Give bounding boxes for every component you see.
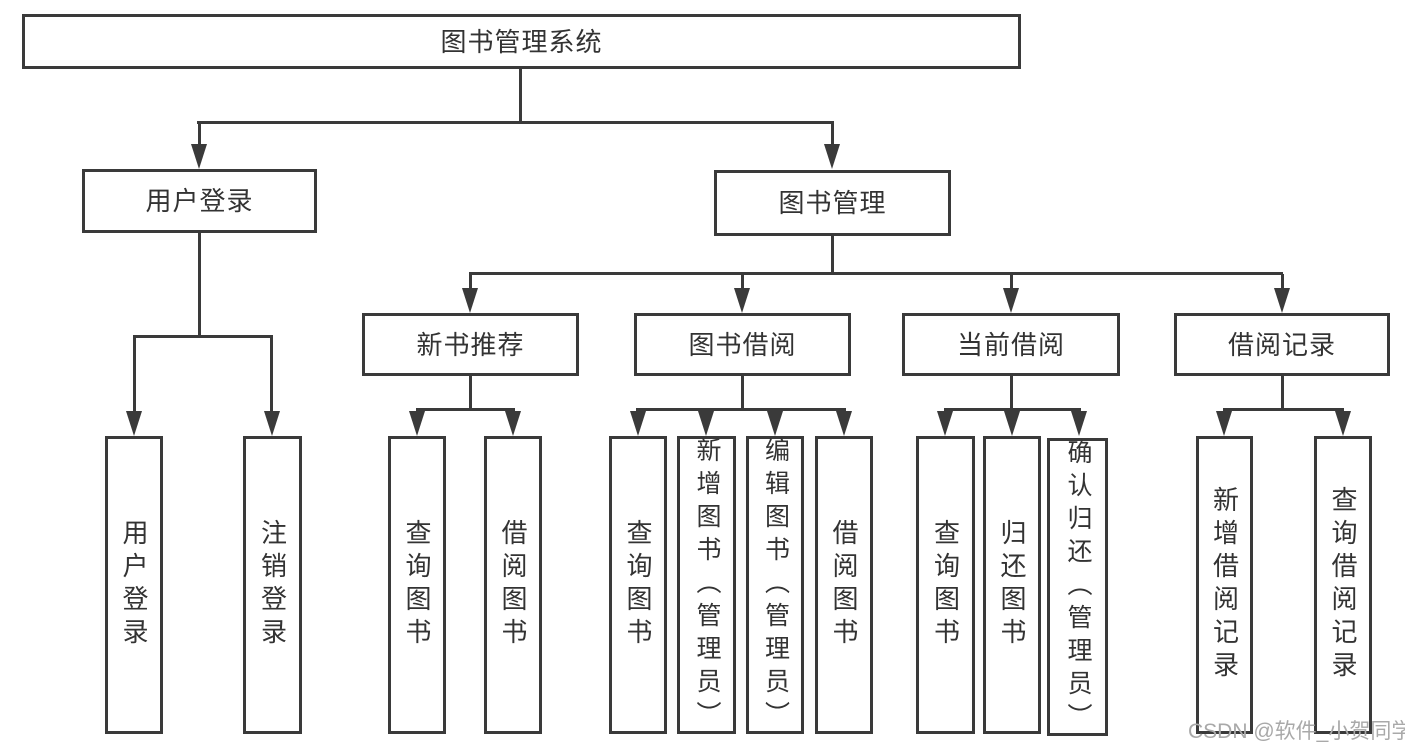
node-book-management: 图书管理 bbox=[714, 170, 951, 236]
leaf-nbr-query-books: 查询图书 bbox=[388, 436, 446, 734]
leaf-br-add-record: 新增借阅记录 bbox=[1196, 436, 1253, 734]
arrowhead-user-login bbox=[191, 144, 207, 169]
arrowhead-borrowing bbox=[734, 288, 750, 313]
node-book-borrowing: 图书借阅 bbox=[634, 313, 851, 376]
connector-records-stem bbox=[1281, 376, 1284, 410]
arrowhead-bb-edit bbox=[767, 411, 783, 436]
leaf-bb-edit-books-admin-label: 编辑图书（管理员） bbox=[761, 436, 790, 734]
arrowhead-bb-add bbox=[698, 411, 714, 436]
node-current-borrowing: 当前借阅 bbox=[902, 313, 1120, 376]
arrowhead-leaf-login bbox=[126, 411, 142, 436]
leaf-bb-query-books-label: 查询图书 bbox=[623, 519, 653, 651]
leaf-nbr-borrow-books: 借阅图书 bbox=[484, 436, 542, 734]
arrowhead-leaf-logout bbox=[264, 411, 280, 436]
node-borrowing-records: 借阅记录 bbox=[1174, 313, 1390, 376]
leaf-logout-login: 注销登录 bbox=[243, 436, 302, 734]
connector-userlogin-branch bbox=[133, 335, 273, 338]
leaf-br-add-record-label: 新增借阅记录 bbox=[1209, 486, 1240, 684]
arrowhead-new-book bbox=[462, 288, 478, 313]
leaf-cb-return-books: 归还图书 bbox=[983, 436, 1041, 734]
connector-drop-records bbox=[1281, 274, 1284, 290]
connector-userlogin-stem bbox=[198, 233, 201, 337]
arrowhead-records bbox=[1274, 288, 1290, 313]
connector-bookmgmt-stem bbox=[831, 236, 834, 274]
leaf-cb-query-books: 查询图书 bbox=[916, 436, 975, 734]
connector-bookborrow-stem bbox=[741, 376, 744, 410]
arrowhead-book-management bbox=[824, 144, 840, 169]
connector-newbook-branch bbox=[416, 408, 515, 411]
leaf-bb-query-books: 查询图书 bbox=[609, 436, 667, 734]
node-new-book-recommend: 新书推荐 bbox=[362, 313, 579, 376]
leaf-bb-edit-books-admin: 编辑图书（管理员） bbox=[746, 436, 804, 734]
leaf-user-login-label: 用户登录 bbox=[119, 519, 149, 651]
leaf-cb-query-books-label: 查询图书 bbox=[930, 519, 961, 651]
connector-drop-current bbox=[1010, 274, 1013, 290]
arrowhead-bb-query bbox=[630, 411, 646, 436]
connector-currentborrow-stem bbox=[1010, 376, 1013, 410]
leaf-cb-confirm-return-admin: 确认归还（管理员） bbox=[1047, 438, 1108, 736]
connector-drop-book-management bbox=[831, 123, 834, 146]
leaf-br-query-record: 查询借阅记录 bbox=[1314, 436, 1372, 734]
connector-drop-leaf-logout bbox=[270, 337, 273, 412]
arrowhead-current bbox=[1003, 288, 1019, 313]
arrowhead-nbr-query bbox=[409, 411, 425, 436]
arrowhead-cb-query bbox=[937, 411, 953, 436]
connector-currentborrow-branch bbox=[944, 408, 1081, 411]
connector-drop-user-login bbox=[198, 123, 201, 146]
leaf-bb-borrow-books-label: 借阅图书 bbox=[829, 519, 859, 651]
leaf-logout-login-label: 注销登录 bbox=[257, 519, 288, 651]
connector-drop-borrowing bbox=[741, 274, 744, 290]
leaf-cb-confirm-return-admin-label: 确认归还（管理员） bbox=[1064, 438, 1092, 736]
connector-records-branch bbox=[1223, 408, 1344, 411]
arrowhead-br-query bbox=[1335, 411, 1351, 436]
connector-root-stem bbox=[519, 68, 522, 123]
leaf-nbr-query-books-label: 查询图书 bbox=[402, 519, 432, 651]
leaf-bb-add-books-admin-label: 新增图书（管理员） bbox=[693, 436, 721, 734]
connector-drop-new-book bbox=[469, 274, 472, 290]
arrowhead-br-add bbox=[1216, 411, 1232, 436]
arrowhead-cb-confirm bbox=[1071, 411, 1087, 436]
connector-bookborrow-branch bbox=[636, 408, 846, 411]
connector-root-branch bbox=[197, 121, 834, 124]
leaf-br-query-record-label: 查询借阅记录 bbox=[1328, 486, 1358, 684]
leaf-user-login: 用户登录 bbox=[105, 436, 163, 734]
leaf-nbr-borrow-books-label: 借阅图书 bbox=[498, 519, 528, 651]
leaf-cb-return-books-label: 归还图书 bbox=[997, 519, 1027, 651]
leaf-bb-add-books-admin: 新增图书（管理员） bbox=[677, 436, 736, 734]
leaf-bb-borrow-books: 借阅图书 bbox=[815, 436, 873, 734]
connector-bookmgmt-branch bbox=[469, 272, 1283, 275]
connector-drop-leaf-login bbox=[133, 337, 136, 412]
arrowhead-bb-borrow bbox=[836, 411, 852, 436]
watermark: CSDN @软件_小贺同学 bbox=[1188, 720, 1405, 743]
node-user-login: 用户登录 bbox=[82, 169, 317, 233]
arrowhead-cb-return bbox=[1004, 411, 1020, 436]
node-root: 图书管理系统 bbox=[22, 14, 1021, 69]
connector-newbook-stem bbox=[469, 376, 472, 410]
arrowhead-nbr-borrow bbox=[505, 411, 521, 436]
